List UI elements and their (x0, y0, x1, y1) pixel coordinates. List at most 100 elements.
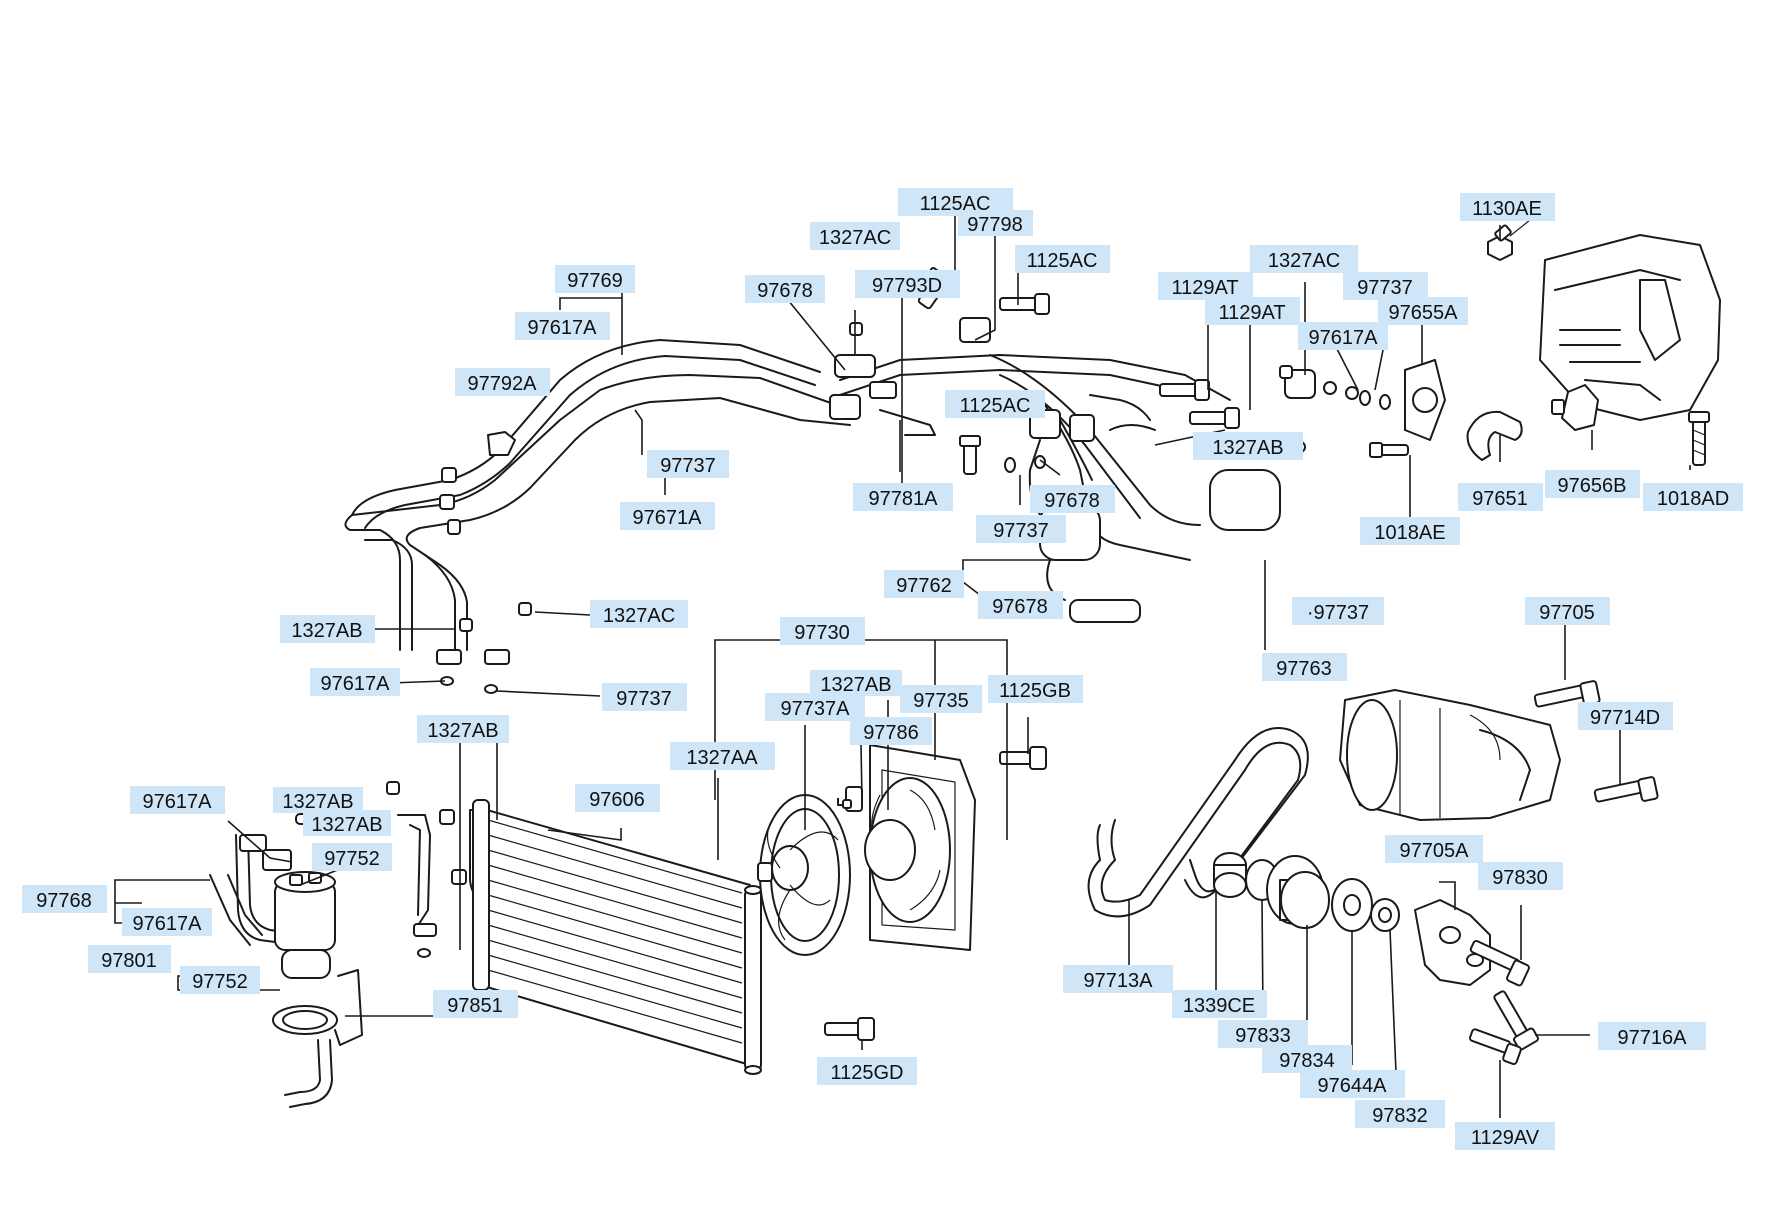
label-97832: 97832 (1355, 1100, 1445, 1128)
svg-text:97792A: 97792A (468, 373, 538, 395)
label-1339ce: 1339CE (1172, 990, 1267, 1018)
label-97656b: 97656B (1545, 470, 1640, 498)
condenser-fan-assembly (757, 744, 976, 956)
label-97617a-5: 97617A (122, 908, 212, 936)
svg-text:1327AB: 1327AB (820, 674, 891, 696)
label-97655a: 97655A (1378, 297, 1468, 325)
label-97768: 97768 (22, 885, 107, 913)
svg-text:97714D: 97714D (1590, 707, 1660, 729)
svg-text:1125AC: 1125AC (1027, 250, 1098, 272)
svg-text:97768: 97768 (36, 890, 92, 912)
label-97851: 97851 (433, 990, 518, 1018)
svg-text:97678: 97678 (1044, 490, 1100, 512)
svg-text:1327AB: 1327AB (427, 720, 498, 742)
fitting-97656b (1551, 384, 1599, 431)
label-1327ab-6: 1327AB (303, 810, 391, 836)
svg-text:1327AA: 1327AA (686, 747, 758, 769)
oring-97737-c (1004, 457, 1016, 473)
label-97752-1: 97752 (312, 843, 392, 871)
svg-text:97737: 97737 (1357, 277, 1413, 299)
idler-1339ce (1213, 852, 1247, 898)
svg-text:97752: 97752 (324, 848, 380, 870)
svg-text:97737: 97737 (993, 520, 1049, 542)
bolt-97830 (1469, 939, 1530, 987)
svg-text:97716A: 97716A (1618, 1027, 1688, 1049)
svg-text:1327AB: 1327AB (291, 620, 362, 642)
bolt-97714d (1593, 776, 1659, 803)
svg-text:97737: 97737 (660, 455, 716, 477)
bolt-1129av (1468, 1028, 1522, 1066)
svg-text:1327AB: 1327AB (311, 814, 382, 836)
svg-text:97830: 97830 (1492, 867, 1548, 889)
cap-1327ac-b (1279, 365, 1293, 379)
label-97792a: 97792A (455, 368, 550, 396)
svg-text:97737: 97737 (616, 688, 672, 710)
svg-text:1018AD: 1018AD (1657, 488, 1729, 510)
svg-text:97678: 97678 (757, 280, 813, 302)
label-97617a-3: 97617A (310, 668, 400, 696)
svg-text:1129AV: 1129AV (1471, 1127, 1540, 1149)
bolt-1125ac-c (959, 435, 981, 475)
bolt-97705 (1533, 680, 1601, 708)
label-97801: 97801 (88, 945, 171, 973)
svg-text:97833: 97833 (1235, 1025, 1291, 1047)
oring-97617a-b (1359, 390, 1371, 406)
svg-text:97793D: 97793D (872, 275, 942, 297)
svg-text:1129AT: 1129AT (1218, 302, 1285, 324)
svg-text:97651: 97651 (1472, 488, 1528, 510)
svg-text:97617A: 97617A (143, 791, 213, 813)
label-1129at-1: 1129AT (1158, 272, 1253, 300)
label-97617a-4: 97617A (130, 786, 225, 814)
label-97705: 97705 (1525, 597, 1610, 625)
label-97713a: 97713A (1063, 965, 1173, 993)
bolt-1129at-a (1159, 379, 1210, 401)
svg-text:97763: 97763 (1276, 658, 1332, 680)
label-97798: 97798 (958, 210, 1033, 236)
label-97763: 97763 (1262, 653, 1347, 681)
svg-text:1018AE: 1018AE (1374, 522, 1445, 544)
svg-text:97735: 97735 (913, 690, 969, 712)
bolt-1129at-b (1189, 407, 1240, 429)
part-number-labels: 97769 97617A 97792A 97678 1327AC 1125AC … (22, 188, 1743, 1150)
svg-text:97798: 97798 (967, 214, 1023, 236)
label-1327ab-2: 1327AB (280, 615, 375, 643)
oring-97737-a (1379, 394, 1391, 410)
svg-text:97678: 97678 (992, 596, 1048, 618)
label-97737-3: 97737 (976, 515, 1066, 543)
label-97737-5: 97737 (602, 683, 687, 711)
label-1125ac-2: 1125AC (1015, 245, 1110, 273)
bolt-1125gd (824, 1017, 875, 1041)
label-97714d: 97714D (1578, 702, 1673, 730)
hose-fittings-cluster (829, 317, 1359, 601)
svg-text:97851: 97851 (447, 995, 503, 1017)
svg-text:1130AE: 1130AE (1472, 198, 1542, 220)
label-1327ab-1: 1327AB (1193, 432, 1303, 460)
label-97833: 97833 (1218, 1020, 1308, 1048)
label-1327ac-3: 1327AC (590, 600, 688, 628)
svg-text:97705: 97705 (1539, 602, 1595, 624)
svg-text:1125GD: 1125GD (830, 1062, 903, 1084)
label-97762: 97762 (884, 570, 964, 598)
label-97671a: 97671A (620, 502, 715, 530)
label-1327ab-5: 1327AB (273, 787, 363, 813)
svg-text:97617A: 97617A (528, 317, 598, 339)
label-97735: 97735 (900, 685, 982, 713)
label-97781a: 97781A (853, 483, 953, 511)
svg-text:97655A: 97655A (1389, 302, 1459, 324)
label-97617a-2: 97617A (1298, 322, 1388, 350)
cap-1327ac-a (849, 322, 863, 336)
label-1125ac-3: 1125AC (945, 390, 1045, 418)
label-97830: 97830 (1478, 862, 1563, 890)
svg-text:97656B: 97656B (1558, 475, 1627, 497)
magnetic-clutch-parts (1213, 852, 1400, 932)
compressor-97705 (1339, 680, 1659, 821)
svg-text:97832: 97832 (1372, 1105, 1428, 1127)
drain-hose-97651 (1466, 410, 1523, 461)
label-1130ae: 1130AE (1460, 193, 1555, 221)
bolt-1125ac-b (999, 293, 1050, 315)
label-97834: 97834 (1262, 1045, 1352, 1073)
label-97769: 97769 (555, 265, 635, 293)
label-97737-1: 97737 (1343, 272, 1428, 300)
